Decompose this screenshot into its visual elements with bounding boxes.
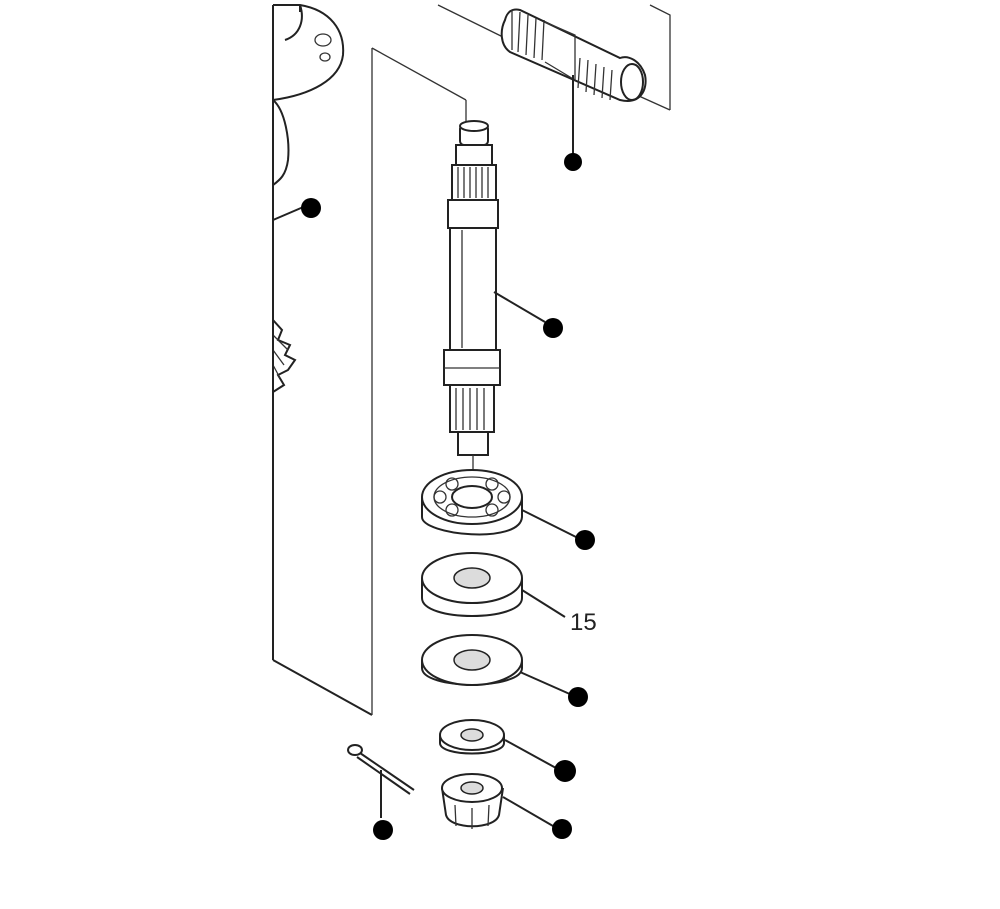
- callout-markers: [301, 153, 595, 840]
- main-shaft: [443, 120, 501, 475]
- callout-marker-main-shaft: [543, 318, 563, 338]
- callout-marker-cotter-pin: [373, 820, 393, 840]
- assembly-frame-lines: [371, 4, 671, 715]
- callout-marker-bearing: [575, 530, 595, 550]
- flat-washer-large: [421, 634, 523, 686]
- splined-input-shaft: [500, 8, 647, 102]
- callout-leaders: [272, 75, 579, 827]
- callout-marker-small-washer: [554, 760, 576, 782]
- cotter-pin: [347, 744, 415, 818]
- callout-marker-input-shaft: [564, 153, 582, 171]
- castle-nut: [441, 773, 504, 829]
- flat-washer-small: [439, 719, 505, 755]
- spacer-ring: [421, 552, 523, 617]
- callout-marker-castle-nut: [552, 819, 572, 839]
- callout-label-spacer: 15: [570, 609, 597, 636]
- callout-marker-housing: [301, 198, 321, 218]
- gearbox-housing: [272, 4, 373, 716]
- ball-bearing: [421, 469, 523, 536]
- callout-marker-flat-washer: [568, 687, 588, 707]
